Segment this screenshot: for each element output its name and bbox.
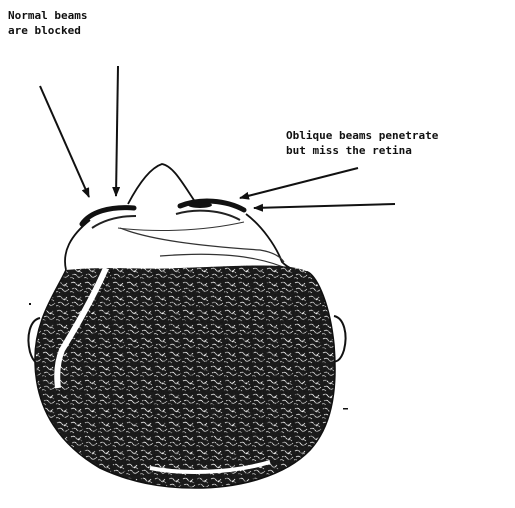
stray-mark (29, 303, 31, 305)
oblique-beam-arrow-upper (240, 168, 358, 198)
stray-mark (343, 408, 348, 410)
oblique-beam-arrow-lower (254, 204, 395, 208)
right-eye-dot (188, 202, 212, 208)
nose-outline (128, 164, 198, 206)
left-eye-inner (92, 216, 136, 228)
normal-beam-arrow-diagonal (40, 86, 89, 197)
brain-textured-region (20, 250, 350, 500)
left-temple-curve (120, 228, 284, 262)
forehead-line (118, 222, 244, 230)
normal-beam-arrow-vertical (116, 66, 118, 196)
right-eye-inner (176, 211, 240, 220)
